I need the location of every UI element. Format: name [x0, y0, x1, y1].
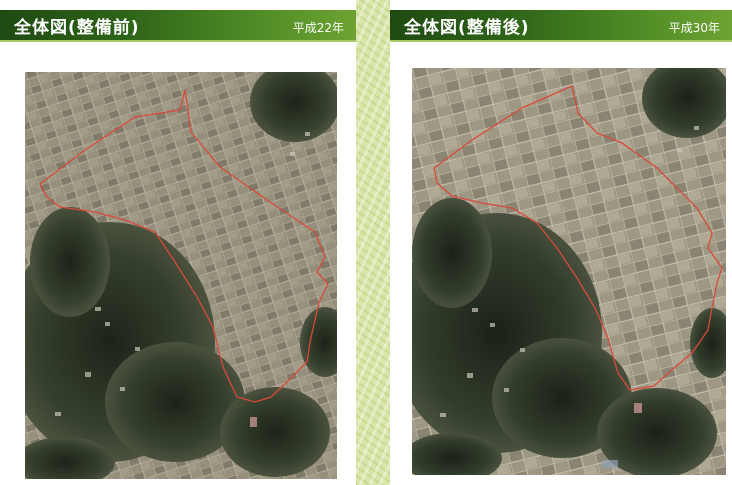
aerial-photo-after: [412, 68, 726, 475]
decorative-divider: [356, 0, 390, 485]
panel-title-after: 全体図(整備後): [404, 18, 530, 38]
aerial-photo-before: [25, 72, 337, 479]
forest-areas-before: [25, 72, 337, 479]
aerial-map-before: [25, 72, 337, 479]
settlements-before: [55, 132, 310, 427]
panel-before: 全体図(整備前) 平成22年: [0, 0, 356, 485]
aerial-map-after: [412, 68, 726, 475]
panel-year-after: 平成30年: [668, 21, 720, 35]
settlements-after: [440, 126, 699, 468]
project-boundary-after: [433, 85, 723, 391]
panel-after: 全体図(整備後) 平成30年: [390, 0, 732, 485]
project-boundary-before: [39, 89, 329, 403]
panel-header-after: 全体図(整備後) 平成30年: [390, 10, 732, 42]
forest-areas-after: [412, 68, 726, 475]
panel-header-before: 全体図(整備前) 平成22年: [0, 10, 356, 42]
panel-year-before: 平成22年: [292, 21, 344, 35]
panel-title-before: 全体図(整備前): [14, 18, 140, 38]
